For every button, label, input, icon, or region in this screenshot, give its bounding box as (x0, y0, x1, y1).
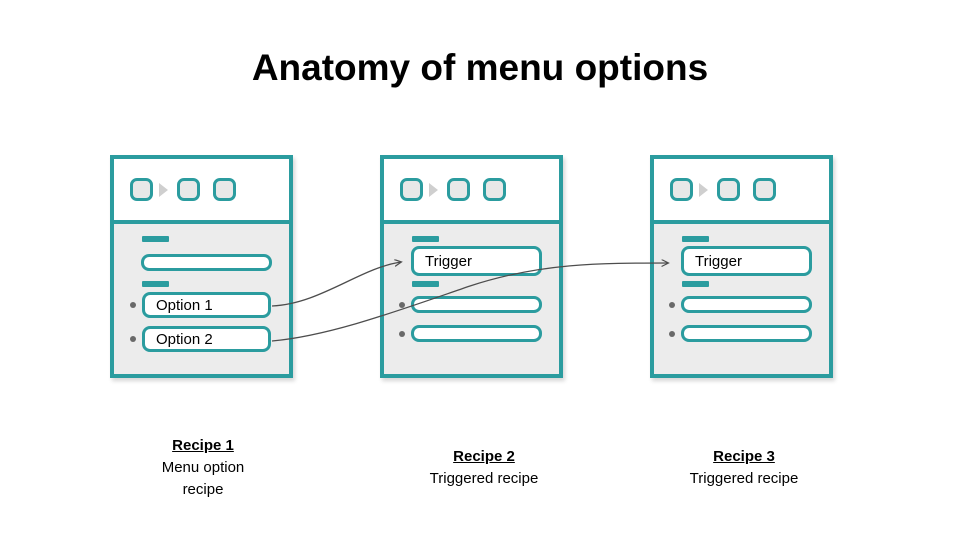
app-block-icon (213, 178, 236, 201)
recipe-3-body: Trigger (654, 224, 829, 374)
input-field-placeholder (681, 325, 812, 342)
app-block-icon (400, 178, 423, 201)
recipe-3-header (654, 159, 829, 224)
trigger-field: Trigger (411, 246, 542, 276)
recipe-2-body: Trigger (384, 224, 559, 374)
recipe-1-body: Option 1 Option 2 (114, 224, 289, 374)
input-field-placeholder (411, 325, 542, 342)
input-field-placeholder (681, 296, 812, 313)
field-label-bar (412, 281, 439, 287)
field-label-bar (142, 281, 169, 287)
input-field-placeholder (411, 296, 542, 313)
recipe-2-card: Trigger (380, 155, 563, 378)
recipe-2-caption-subtitle: Triggered recipe (429, 470, 539, 487)
app-block-icon (483, 178, 506, 201)
bullet-dot (130, 302, 136, 308)
recipe-3-caption: Recipe 3 Triggered recipe (664, 446, 824, 490)
recipe-2-header (384, 159, 559, 224)
chevron-right-icon (159, 183, 168, 197)
field-label-bar (682, 281, 709, 287)
recipe-1-caption: Recipe 1 Menu option recipe (143, 435, 263, 501)
app-block-icon (753, 178, 776, 201)
recipe-3-caption-title: Recipe 3 (713, 448, 775, 465)
bullet-dot (399, 302, 405, 308)
recipe-1-caption-subtitle: Menu option recipe (161, 459, 245, 498)
recipe-3-card: Trigger (650, 155, 833, 378)
field-label-bar (142, 236, 169, 242)
field-label-bar (682, 236, 709, 242)
menu-option-1-field: Option 1 (142, 292, 271, 318)
app-block-icon (447, 178, 470, 201)
recipe-1-header (114, 159, 289, 224)
field-label-bar (412, 236, 439, 242)
recipe-1-card: Option 1 Option 2 (110, 155, 293, 378)
app-block-icon (717, 178, 740, 201)
page-title: Anatomy of menu options (251, 47, 709, 88)
input-field-placeholder (141, 254, 272, 271)
recipe-1-caption-title: Recipe 1 (172, 437, 234, 454)
chevron-right-icon (429, 183, 438, 197)
bullet-dot (399, 331, 405, 337)
recipe-2-caption-title: Recipe 2 (453, 448, 515, 465)
bullet-dot (130, 336, 136, 342)
chevron-right-icon (699, 183, 708, 197)
bullet-dot (669, 302, 675, 308)
recipe-2-caption: Recipe 2 Triggered recipe (404, 446, 564, 490)
app-block-icon (177, 178, 200, 201)
app-block-icon (130, 178, 153, 201)
trigger-field: Trigger (681, 246, 812, 276)
bullet-dot (669, 331, 675, 337)
menu-option-2-field: Option 2 (142, 326, 271, 352)
recipe-3-caption-subtitle: Triggered recipe (689, 470, 799, 487)
app-block-icon (670, 178, 693, 201)
